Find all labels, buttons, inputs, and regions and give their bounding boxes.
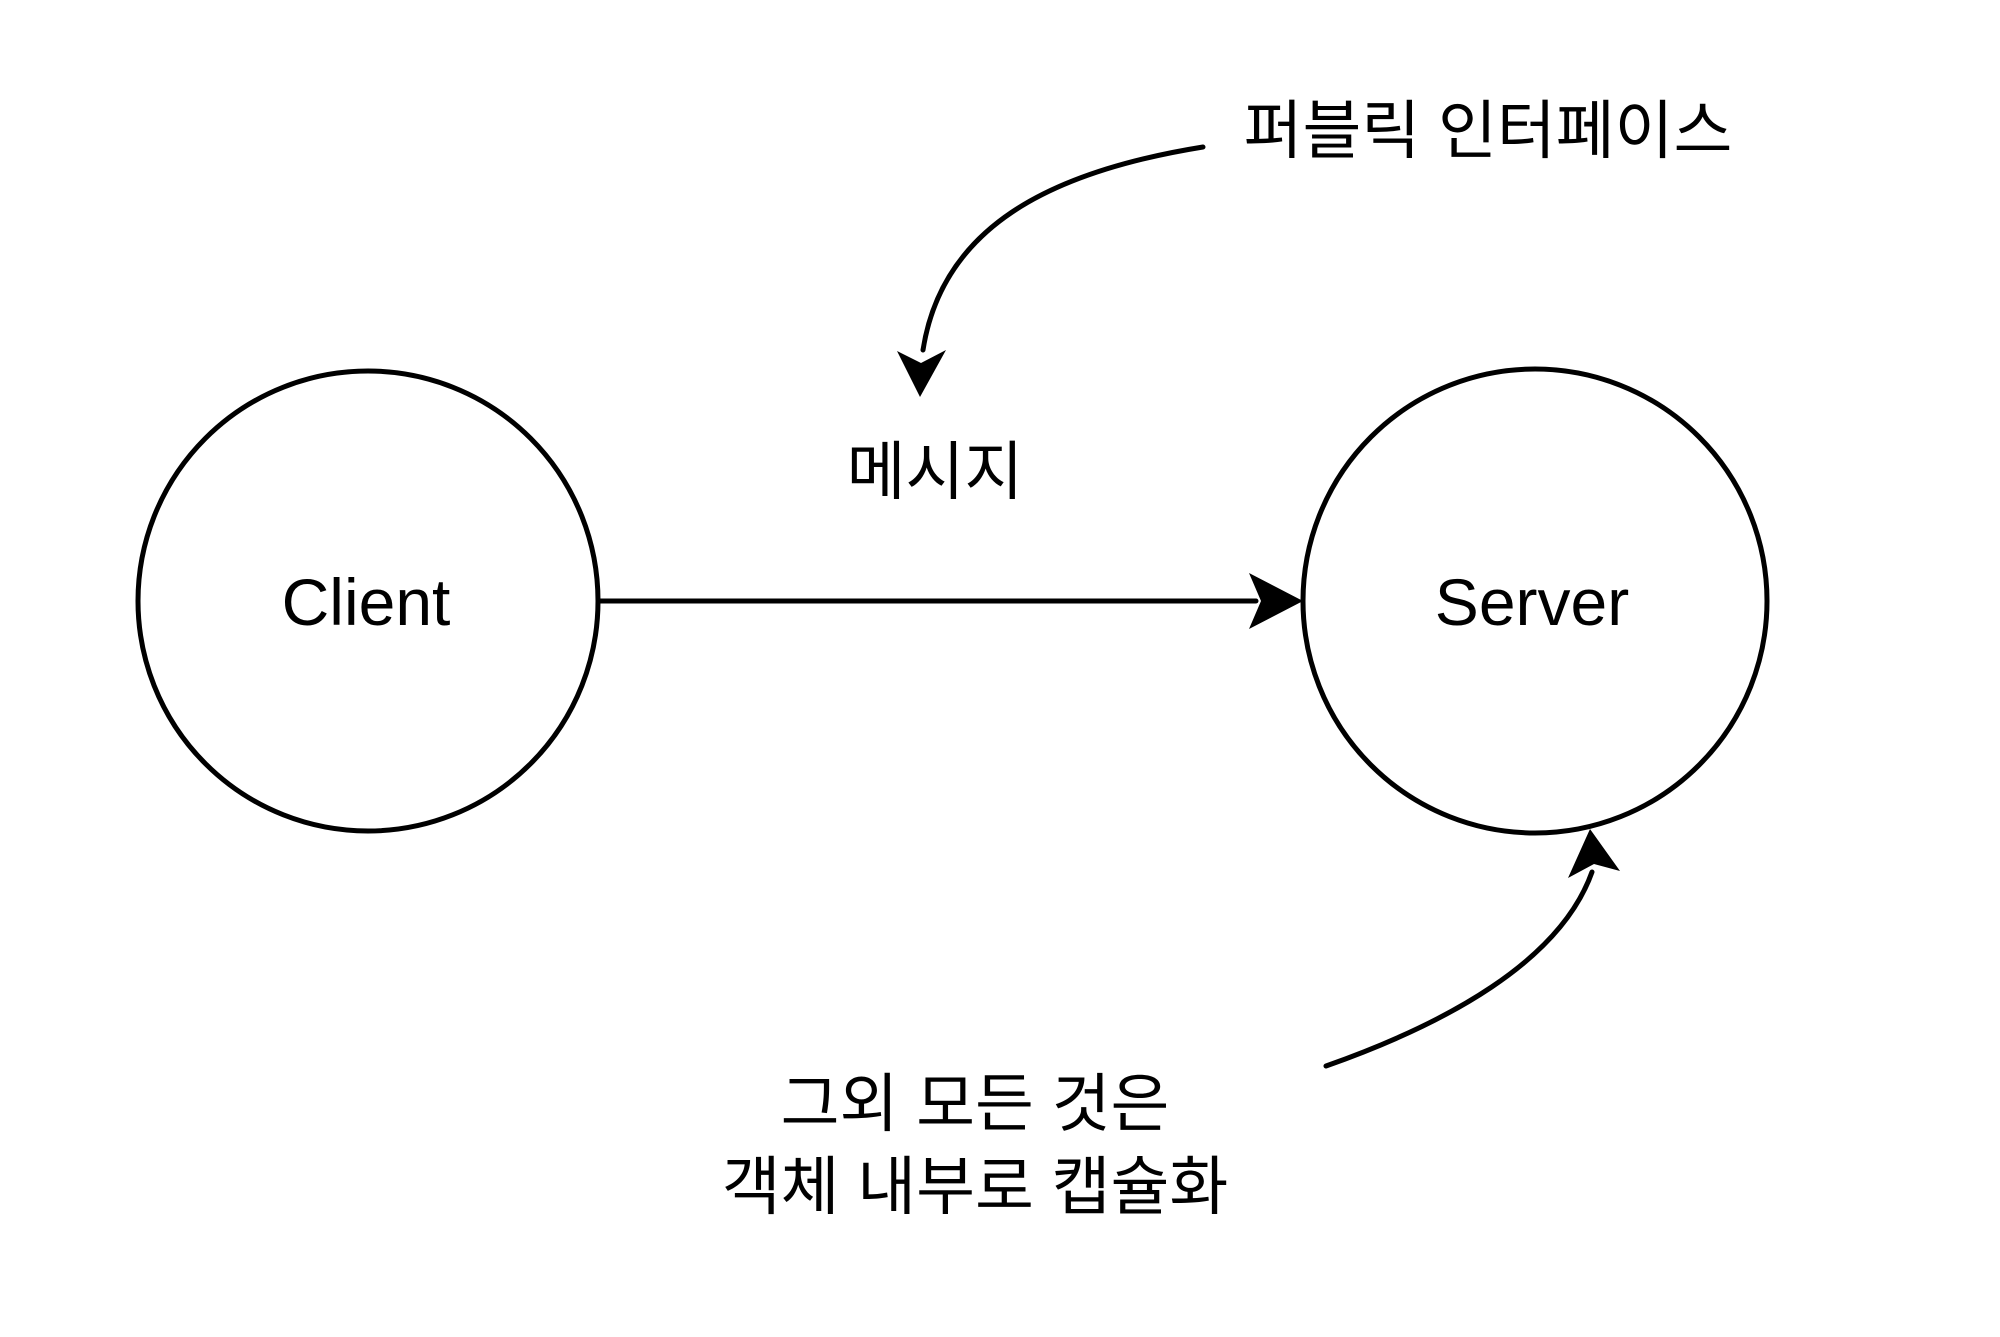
encapsulation-arrow: [1323, 869, 1595, 1069]
public-interface-label: 퍼블릭 인터페이스: [1244, 95, 1733, 167]
public-interface-arrowhead: [897, 350, 946, 397]
encapsulation-label-line2: 객체 내부로 캡슐화: [722, 1151, 1229, 1223]
encapsulation-label-line1: 그외 모든 것은: [781, 1068, 1170, 1140]
message-label: 메시지: [847, 436, 1024, 508]
message-arrowhead: [1249, 573, 1303, 629]
server-node-label: Server: [1435, 565, 1629, 639]
public-interface-arrow: [920, 144, 1206, 353]
encapsulation-arrowhead: [1568, 829, 1620, 878]
client-node-label: Client: [282, 565, 451, 639]
